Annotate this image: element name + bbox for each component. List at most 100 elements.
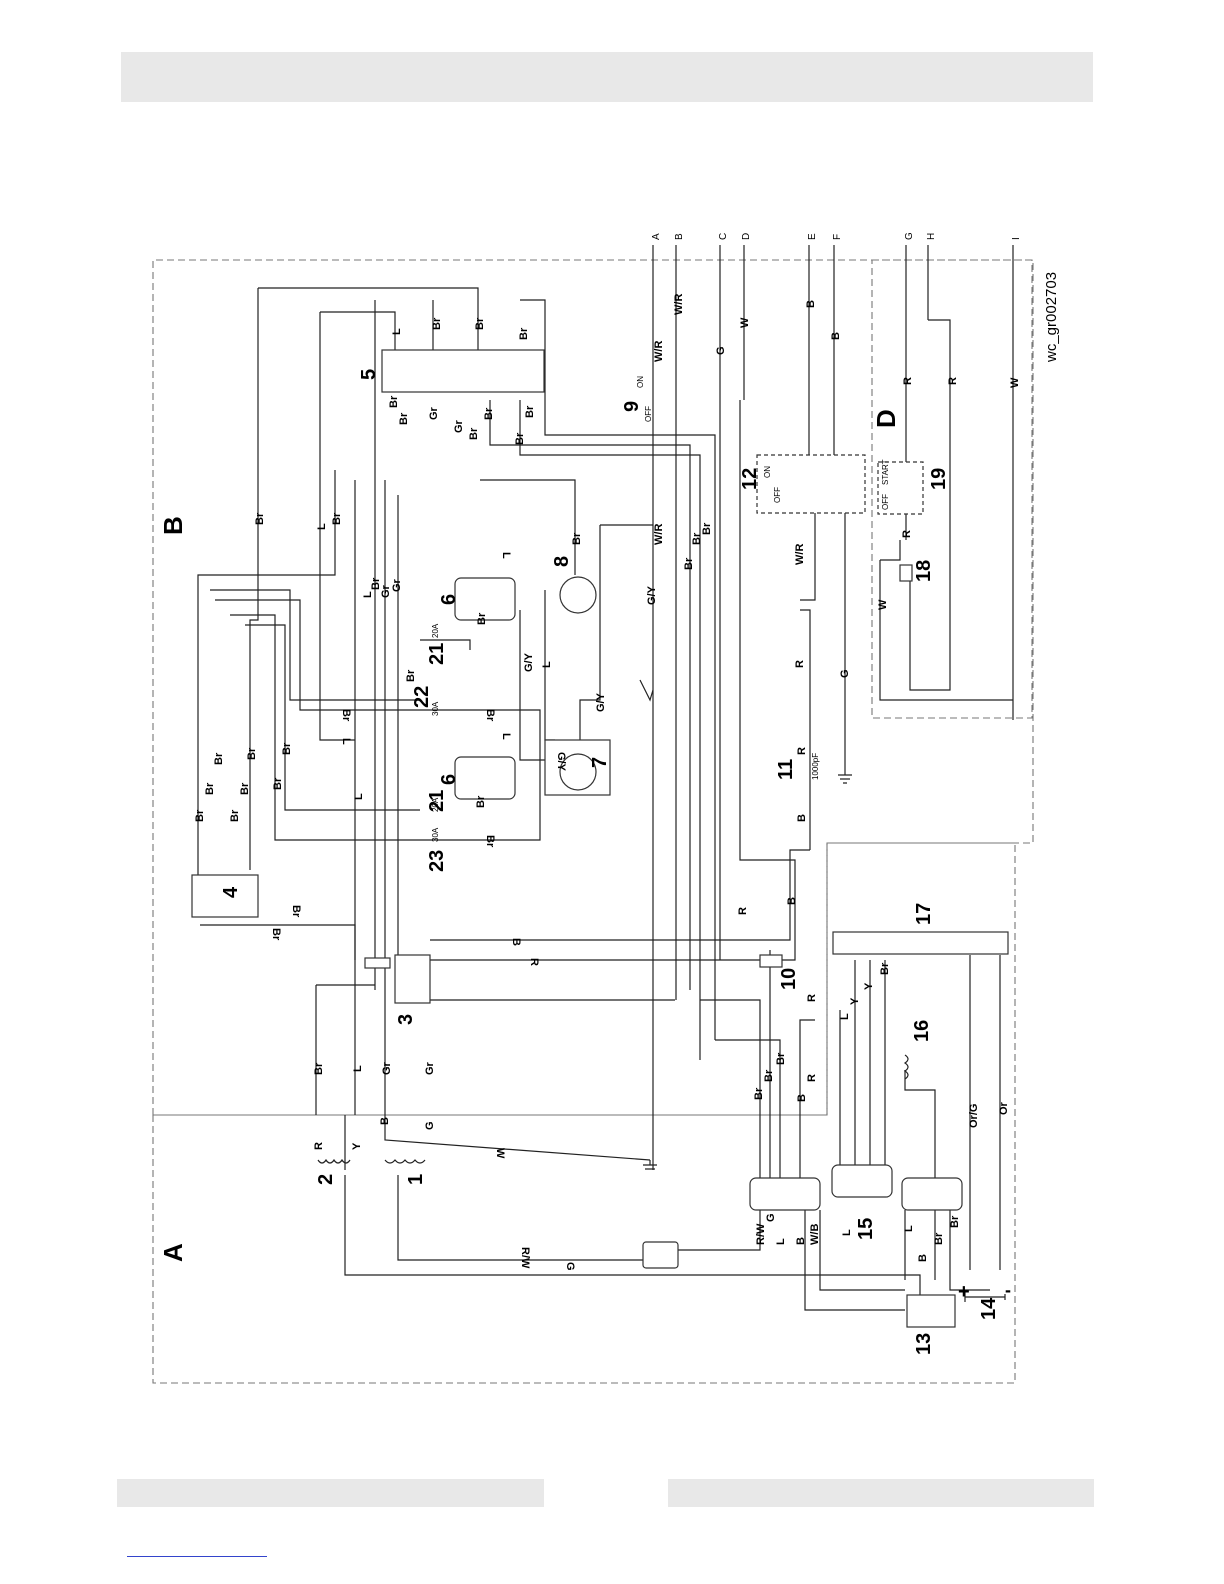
wire-label-br: Br <box>388 395 400 408</box>
wire-label-gy: G/Y <box>595 692 607 712</box>
component-18-label: 18 <box>913 560 935 582</box>
wire-label-wr: W/R <box>673 294 685 315</box>
section-b-outline <box>152 259 1034 1116</box>
wire-label-g: G <box>715 346 727 355</box>
regulator-13 <box>906 1294 956 1328</box>
terminal-g-label: G <box>904 232 915 240</box>
component-7-label: 7 <box>589 757 611 768</box>
battery-14 <box>964 1292 1006 1302</box>
wire-label-br: Br <box>484 709 496 722</box>
wire-label-w: W <box>739 317 751 328</box>
wire-label-br: Br <box>484 835 496 848</box>
wire-label-br: Br <box>753 1087 765 1100</box>
wire-label-l: L <box>839 1013 851 1020</box>
wire-label-l: L <box>391 328 403 335</box>
wire-label-r: R <box>806 994 818 1002</box>
component-14-label: 14 <box>978 1297 1000 1320</box>
wire-label-l: L <box>362 591 374 598</box>
component-9-label: 9 <box>621 401 643 412</box>
wire-label-wr: W/R <box>653 341 665 362</box>
footer-link-underline[interactable] <box>127 1556 267 1557</box>
twistlock-7 <box>559 753 597 791</box>
wire-label-or: Or <box>998 1101 1010 1115</box>
wire-label-gy: G/Y <box>523 652 535 672</box>
component-4-label: 4 <box>220 886 242 898</box>
wire-label-gy: G/Y <box>646 585 658 605</box>
wire-label-br: Br <box>483 407 495 420</box>
terminal-a-label: A <box>651 233 662 240</box>
wire-label-br: Br <box>518 327 530 340</box>
diode-10 <box>759 954 783 968</box>
wire-label-b: B <box>795 1237 807 1245</box>
wire-label-br: Br <box>475 795 487 808</box>
switch-12-off-label: OFF <box>773 487 782 503</box>
wire-label-g: G <box>765 1213 777 1222</box>
control-module-17 <box>832 931 1009 955</box>
switch-12-on-label: ON <box>763 466 772 478</box>
component-3-label: 3 <box>395 1014 417 1025</box>
wire-label-br: Br <box>524 405 536 418</box>
wire-label-br: Br <box>204 782 216 795</box>
section-a-label: A <box>158 1243 188 1262</box>
wire-label-b: B <box>379 1117 391 1125</box>
wire-label-r: R <box>794 660 806 668</box>
breaker-23-rating: 30A <box>431 827 440 842</box>
wire-label-l: L <box>903 1225 915 1232</box>
component-21-lower-label: 21 <box>426 790 448 812</box>
wire-label-gr: Gr <box>391 578 403 592</box>
component-13-label: 13 <box>913 1333 935 1355</box>
terminal-b-label: B <box>674 233 685 240</box>
wire-label-r: R <box>947 377 959 385</box>
diagram-id: wc_gr002703 <box>1043 272 1060 363</box>
coil-16 <box>903 1054 909 1080</box>
switch-5-block <box>381 349 545 393</box>
component-3-bar <box>364 957 391 969</box>
switch-12-block <box>756 454 866 514</box>
wire-label-br: Br <box>370 577 382 590</box>
component-12-label: 12 <box>739 468 761 490</box>
terminal-c-label: C <box>718 233 729 240</box>
wire-label-br: Br <box>405 669 417 682</box>
wire-label-r: R <box>737 907 749 915</box>
wire-label-br: Br <box>763 1069 775 1082</box>
wire-label-r: R <box>796 747 808 755</box>
capacitor-rating: 1000pF <box>811 753 820 780</box>
wire-label-wr: W/R <box>653 524 665 545</box>
wire-label-br: Br <box>933 1232 945 1245</box>
wire-label-org: Or/G <box>968 1104 980 1128</box>
twistlock-8 <box>559 576 597 614</box>
wire-label-l: L <box>353 793 365 800</box>
wire-label-b: B <box>805 300 817 308</box>
wire-label-br: Br <box>313 1062 325 1075</box>
component-10-label: 10 <box>778 968 800 990</box>
wire-label-l: L <box>340 738 352 745</box>
wire-label-br: Br <box>229 809 241 822</box>
battery-plus: + <box>958 1281 970 1303</box>
footer-left-bar <box>117 1479 544 1507</box>
wire-label-br: Br <box>254 512 266 525</box>
component-11-label: 11 <box>775 759 797 780</box>
wire-label-y: Y <box>351 1142 363 1150</box>
wire-label-gr: Gr <box>381 1061 393 1075</box>
wire-label-br: Br <box>775 1052 787 1065</box>
component-18 <box>899 564 913 582</box>
wire-label-br: Br <box>468 427 480 440</box>
wire-label-l: L <box>775 1238 787 1245</box>
wire-label-l: L <box>500 733 512 740</box>
switch-19-start-label: START <box>881 459 890 485</box>
battery-minus: - <box>1005 1280 1011 1300</box>
breaker-21-upper-rating: 20A <box>431 623 440 638</box>
wire-label-br: Br <box>290 905 302 918</box>
wire-label-b: B <box>786 897 798 905</box>
terminal-d-label: D <box>741 233 752 240</box>
component-5-label: 5 <box>358 369 380 380</box>
wire-label-wb: W/B <box>809 1224 821 1245</box>
component-6-lower-label: 6 <box>438 774 460 785</box>
wire-label-br: Br <box>194 809 206 822</box>
wire-label-br: Br <box>571 532 583 545</box>
breaker-21-lower-rating: 20A <box>431 797 440 812</box>
receptacle-6-upper <box>454 577 516 621</box>
connector-left <box>749 1177 821 1211</box>
connector-15 <box>831 1164 893 1198</box>
